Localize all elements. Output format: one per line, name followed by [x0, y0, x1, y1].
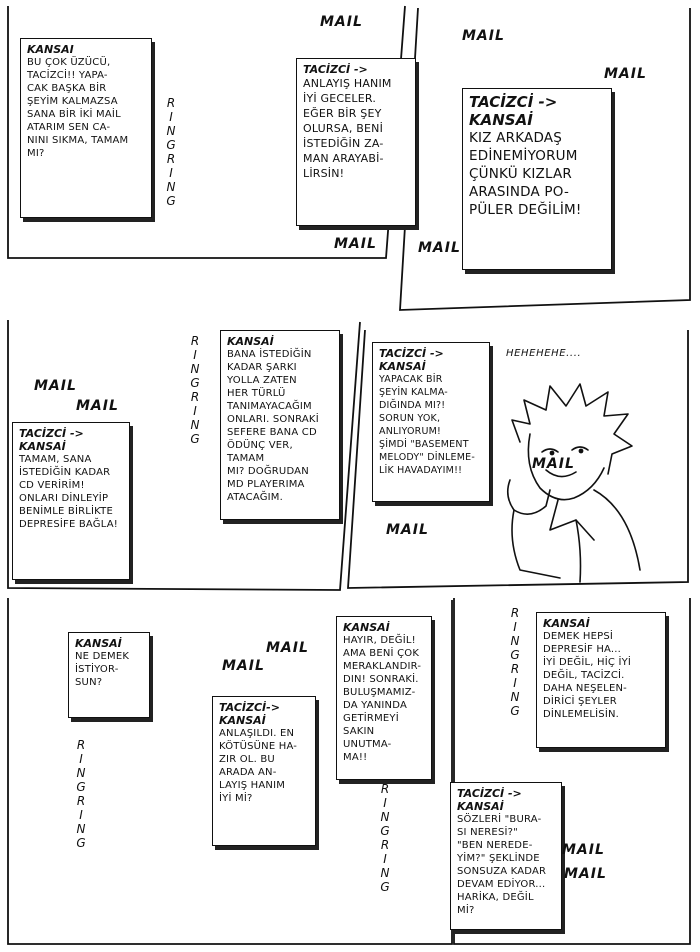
character-illustration: [506, 383, 641, 583]
mail-sfx: MAIL: [604, 66, 647, 82]
message-header: TACİZCİ -> KANSAİ: [457, 787, 522, 813]
message-box-kansai-1: KANSAI BU ÇOK ÜZÜCÜ, TACİZCİ!! YAPA- CAK…: [20, 38, 152, 218]
mail-sfx: MAIL: [462, 28, 505, 44]
message-box-kansai-5: KANSAİ DEMEK HEPSİ DEPRESİF HA... İYİ DE…: [536, 612, 666, 748]
message-body: TAMAM, SANA İSTEDİĞİN KADAR CD VERİRİM! …: [19, 454, 118, 530]
message-body: KIZ ARKADAŞ EDİNEMİYORUM ÇÜNKÜ KIZLAR AR…: [469, 130, 582, 218]
message-header: KANSAİ: [75, 637, 122, 650]
message-box-kansai-2: KANSAİ BANA İSTEDİĞİN KADAR ŞARKI YOLLA …: [220, 330, 340, 520]
message-header: TACİZCİ ->: [303, 63, 368, 76]
laugh-sfx: HEHEHEHE....: [506, 348, 582, 359]
collar: [549, 499, 595, 541]
panel-border-mid-left: [7, 320, 361, 591]
message-body: HAYIR, DEĞİL! AMA BENİ ÇOK MERAKLANDIR- …: [343, 635, 422, 763]
message-header: TACİZCİ -> KANSAİ: [379, 347, 444, 373]
mail-sfx: MAIL: [562, 842, 605, 858]
message-body: ANLAŞILDI. EN KÖTÜSÜNE HA- ZIR OL. BU AR…: [219, 728, 298, 804]
message-header: TACİZCİ -> KANSAİ: [469, 93, 558, 129]
message-body: BANA İSTEDİĞİN KADAR ŞARKI YOLLA ZATEN H…: [227, 349, 319, 503]
ring-sfx: R I N G R I N G: [166, 96, 176, 208]
message-header: KANSAI: [27, 43, 74, 56]
message-box-kansai-4: KANSAİ HAYIR, DEĞİL! AMA BENİ ÇOK MERAKL…: [336, 616, 432, 780]
message-body: YAPACAK BİR ŞEYİN KALMA- DIĞINDA MI?! SO…: [379, 374, 475, 476]
message-box-tacizci-3: TACİZCİ -> KANSAİ YAPACAK BİR ŞEYİN KALM…: [372, 342, 490, 502]
message-body: DEMEK HEPSİ DEPRESİF HA... İYİ DEĞİL, Hİ…: [543, 631, 632, 720]
message-box-kansai-3: KANSAİ NE DEMEK İSTİYOR- SUN?: [68, 632, 150, 718]
hand: [506, 479, 551, 515]
coat-line: [575, 519, 582, 583]
message-body: SÖZLERİ "BURA- SI NERESİ?" "BEN NEREDE- …: [457, 814, 547, 916]
message-box-tacizci-6: TACİZCİ -> KANSAİ SÖZLERİ "BURA- SI NERE…: [450, 782, 562, 930]
message-box-tacizci-2: TACİZCİ -> KANSAİ KIZ ARKADAŞ EDİNEMİYOR…: [462, 88, 612, 270]
body-right: [593, 489, 641, 571]
panel-border-bottom-left: [7, 598, 453, 945]
arm-sleeve: [511, 509, 561, 579]
mail-sfx: MAIL: [418, 240, 461, 256]
mail-sfx: MAIL: [564, 866, 607, 882]
message-box-tacizci-4: TACİZCİ -> KANSAİ TAMAM, SANA İSTEDİĞİN …: [12, 422, 130, 580]
ring-sfx: R I N G R I N G: [190, 334, 200, 446]
mail-sfx: MAIL: [532, 456, 575, 472]
ring-sfx: R I N G R I N G: [76, 738, 86, 850]
message-body: ANLAYIŞ HANIM İYİ GECELER. EĞER BİR ŞEY …: [303, 77, 392, 180]
ring-sfx: R I N G R I N G: [510, 606, 520, 718]
message-body: NE DEMEK İSTİYOR- SUN?: [75, 651, 130, 688]
message-header: KANSAİ: [227, 335, 274, 348]
message-box-tacizci-1: TACİZCİ -> ANLAYIŞ HANIM İYİ GECELER. EĞ…: [296, 58, 416, 226]
mail-sfx: MAIL: [222, 658, 265, 674]
hair-outline: [511, 383, 633, 475]
ring-sfx: R I N G R I N G: [380, 782, 390, 894]
eye-right: [571, 446, 589, 451]
message-header: KANSAİ: [543, 617, 590, 630]
message-box-tacizci-5: TACİZCİ-> KANSAİ ANLAŞILDI. EN KÖTÜSÜNE …: [212, 696, 316, 846]
mail-sfx: MAIL: [34, 378, 77, 394]
eye-left: [541, 448, 559, 453]
mail-sfx: MAIL: [266, 640, 309, 656]
message-body: BU ÇOK ÜZÜCÜ, TACİZCİ!! YAPA- CAK BAŞKA …: [27, 57, 129, 159]
panel-border-mid-right: [347, 329, 689, 589]
message-header: KANSAİ: [343, 621, 390, 634]
mail-sfx: MAIL: [386, 522, 429, 538]
face-outline: [527, 433, 605, 501]
mail-sfx: MAIL: [76, 398, 119, 414]
mail-sfx: MAIL: [334, 236, 377, 252]
message-header: TACİZCİ -> KANSAİ: [19, 427, 84, 453]
panel-border-bottom-right: [453, 598, 691, 945]
mail-sfx: MAIL: [320, 14, 363, 30]
mouth: [545, 469, 577, 478]
message-header: TACİZCİ-> KANSAİ: [219, 701, 280, 727]
